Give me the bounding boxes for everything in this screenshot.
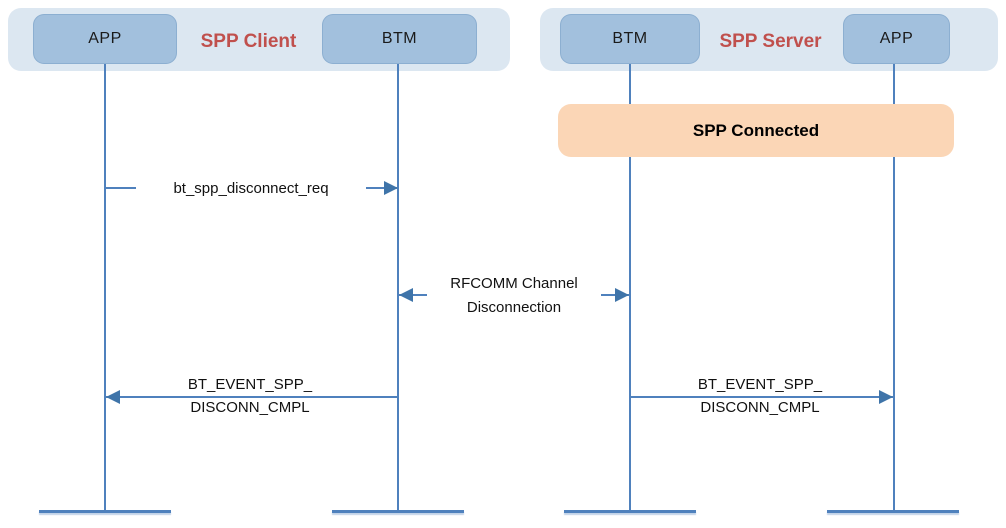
lifeline-app-client xyxy=(104,62,106,512)
label-rfcomm-disconnection: RFCOMM Channel Disconnection xyxy=(427,272,601,320)
label-server-disconn-cmpl: BT_EVENT_SPP_ DISCONN_CMPL xyxy=(660,373,860,419)
label-client-disconn-cmpl: BT_EVENT_SPP_ DISCONN_CMPL xyxy=(150,373,350,419)
termination-bar-btm-server xyxy=(564,510,696,513)
arrowhead-left-icon xyxy=(399,288,413,302)
arrow-client-disconn-cmpl xyxy=(106,396,397,398)
termination-bar-app-server xyxy=(827,510,959,513)
lifeline-app-server xyxy=(893,62,895,512)
termination-bar-app-client xyxy=(39,510,171,513)
arrowhead-right-icon xyxy=(879,390,893,404)
label-server-cmpl-line1: BT_EVENT_SPP_ xyxy=(697,376,823,393)
label-server-cmpl-line2: DISCONN_CMPL xyxy=(700,399,820,416)
label-client-cmpl-line1: BT_EVENT_SPP_ xyxy=(187,376,313,393)
node-btm-server: BTM xyxy=(560,14,700,64)
arrowhead-right-icon xyxy=(615,288,629,302)
node-btm-client: BTM xyxy=(322,14,477,64)
label-client-cmpl-line2: DISCONN_CMPL xyxy=(190,399,310,416)
arrowhead-right-icon xyxy=(384,181,398,195)
label-rfcomm-line1: RFCOMM Channel xyxy=(450,275,578,292)
lifeline-btm-server xyxy=(629,62,631,512)
spp-connected-banner: SPP Connected xyxy=(558,104,954,157)
server-panel-title: SPP Server xyxy=(719,31,822,52)
lifeline-btm-client xyxy=(397,62,399,512)
node-app-client: APP xyxy=(33,14,177,64)
arrowhead-left-icon xyxy=(106,390,120,404)
termination-bar-btm-client xyxy=(332,510,464,513)
label-disconnect-req: bt_spp_disconnect_req xyxy=(136,179,366,198)
label-rfcomm-line2: Disconnection xyxy=(466,299,562,316)
arrow-server-disconn-cmpl xyxy=(631,396,893,398)
node-app-server: APP xyxy=(843,14,950,64)
client-panel-title: SPP Client xyxy=(200,31,297,52)
